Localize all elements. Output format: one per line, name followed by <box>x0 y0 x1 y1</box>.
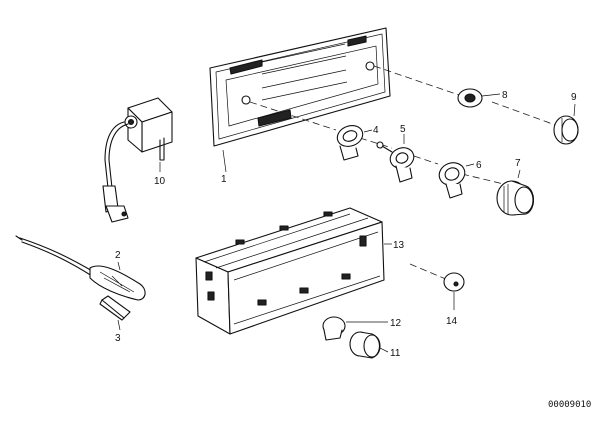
callout-9: 9 <box>571 92 577 103</box>
control-knob <box>496 169 535 216</box>
callout-8: 8 <box>502 90 508 101</box>
reference-code: 00009010 <box>548 400 591 410</box>
callout-5: 5 <box>400 124 406 135</box>
callout-6: 6 <box>476 160 482 171</box>
washer <box>443 272 465 310</box>
clip <box>322 316 388 341</box>
antenna-lead-and-fuse <box>15 235 146 331</box>
knob-adapter <box>336 125 373 161</box>
callout-12: 12 <box>390 318 402 329</box>
knob-bracket <box>438 162 475 199</box>
front-panel <box>209 27 391 173</box>
spindle-adapter <box>376 134 415 183</box>
cover-cap <box>457 88 501 108</box>
callout-labels: 1 2 3 4 5 6 7 8 9 10 11 12 13 14 <box>115 90 577 359</box>
assembly-lines <box>249 65 559 281</box>
power-unit-with-cable <box>102 97 173 223</box>
callout-4: 4 <box>373 125 379 136</box>
callout-7: 7 <box>515 158 521 169</box>
callout-1: 1 <box>221 174 227 185</box>
callout-11: 11 <box>390 348 401 359</box>
callout-14: 14 <box>446 316 458 327</box>
push-knob <box>349 331 389 359</box>
callout-2: 2 <box>115 250 121 261</box>
mounting-frame <box>195 207 392 335</box>
small-knob <box>553 103 579 145</box>
callout-3: 3 <box>115 333 121 344</box>
callout-13: 13 <box>393 240 405 251</box>
callout-10: 10 <box>154 176 166 187</box>
